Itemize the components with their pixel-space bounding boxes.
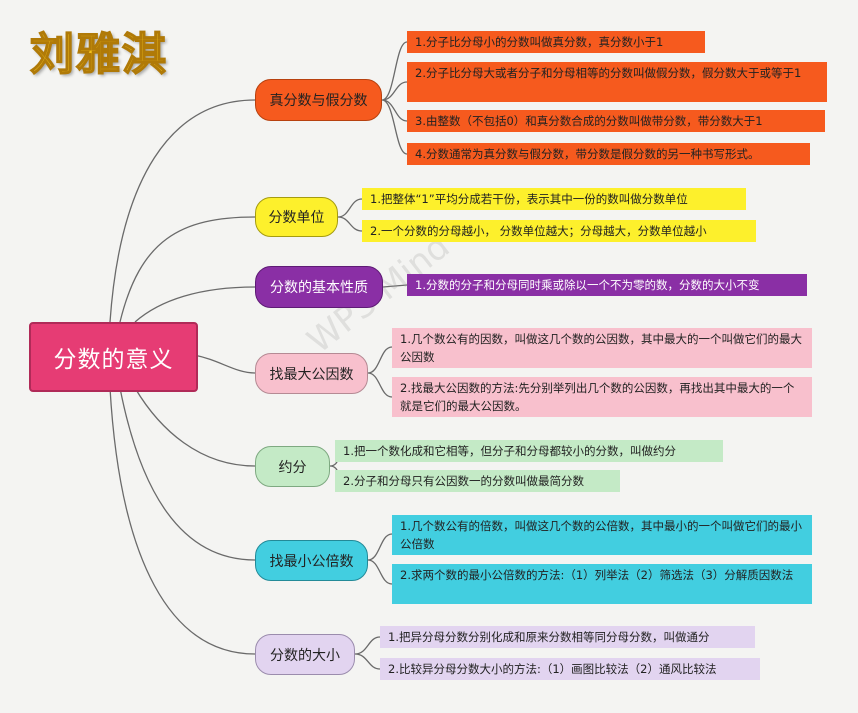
connector-b1 — [381, 41, 408, 155]
leaf-item: 2.一个分数的分母越小， 分数单位越大；分母越大，分数单位越小 — [362, 220, 756, 242]
leaf-item: 1.分数的分子和分母同时乘或除以一个不为零的数，分数的大小不变 — [407, 274, 807, 296]
connector-b4 — [367, 346, 393, 398]
connector-branch-1 — [109, 99, 256, 323]
connector-branch-3 — [134, 286, 256, 323]
branch-node-fraction-unit[interactable]: 分数单位 — [255, 197, 338, 237]
connector-branch-5 — [134, 387, 256, 467]
root-node[interactable]: 分数的意义 — [29, 322, 198, 392]
leaf-item: 2.找最大公因数的方法:先分别举列出几个数的公因数，再找出其中最大的一个就是它们… — [392, 377, 812, 417]
connector-b7 — [354, 636, 381, 670]
leaf-item: 1.把整体“1”平均分成若干份，表示其中一份的数叫做分数单位 — [362, 188, 746, 210]
leaf-item: 2.分子比分母大或者分子和分母相等的分数叫做假分数，假分数大于或等于1 — [407, 62, 827, 102]
branch-node-reduction[interactable]: 约分 — [255, 446, 330, 487]
branch-node-proper-improper[interactable]: 真分数与假分数 — [255, 79, 382, 121]
branch-node-compare[interactable]: 分数的大小 — [255, 634, 355, 675]
author-name: 刘雅淇 — [29, 28, 168, 81]
leaf-item: 1.几个数公有的因数，叫做这几个数的公因数，其中最大的一个叫做它们的最大公因数 — [392, 328, 812, 368]
branch-node-lcm[interactable]: 找最小公倍数 — [255, 540, 368, 581]
leaf-item: 4.分数通常为真分数与假分数，带分数是假分数的另一种书写形式。 — [407, 143, 810, 165]
leaf-item: 1.几个数公有的倍数，叫做这几个数的公倍数，其中最小的一个叫做它们的最小公倍数 — [392, 515, 812, 555]
leaf-item: 1.把一个数化成和它相等，但分子和分母都较小的分数，叫做约分 — [335, 440, 723, 462]
connector-branch-6 — [119, 387, 256, 561]
leaf-item: 1.把异分母分数分别化成和原来分数相等同分母分数，叫做通分 — [380, 626, 755, 648]
connector-branch-4 — [193, 354, 256, 374]
leaf-item: 1.分子比分母小的分数叫做真分数，真分数小于1 — [407, 31, 705, 53]
connector-branch-2 — [119, 216, 256, 323]
leaf-item: 2.分子和分母只有公因数一的分数叫做最简分数 — [335, 470, 620, 492]
connector-b2 — [337, 198, 363, 232]
leaf-item: 2.比较异分母分数大小的方法:（1）画图比较法（2）通风比较法 — [380, 658, 760, 680]
branch-node-basic-property[interactable]: 分数的基本性质 — [255, 266, 383, 308]
leaf-item: 2.求两个数的最小公倍数的方法:（1）列举法（2）筛选法（3）分解质因数法 — [392, 564, 812, 604]
connector-branch-7 — [109, 387, 256, 655]
leaf-item: 3.由整数（不包括0）和真分数合成的分数叫做带分数，带分数大于1 — [407, 110, 825, 132]
branch-node-gcd[interactable]: 找最大公因数 — [255, 353, 368, 394]
connector-b6 — [367, 533, 393, 585]
connector-b3 — [382, 284, 408, 288]
